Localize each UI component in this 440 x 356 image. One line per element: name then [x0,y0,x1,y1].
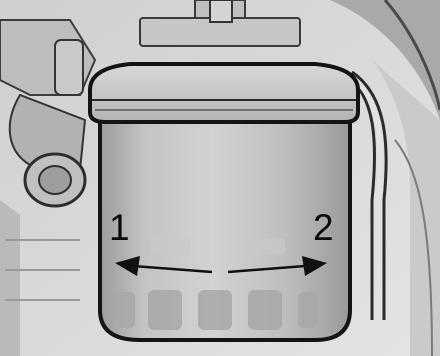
fuel-filter [90,64,358,340]
callout-2: 2 [313,207,334,248]
callout-1: 1 [109,207,130,248]
